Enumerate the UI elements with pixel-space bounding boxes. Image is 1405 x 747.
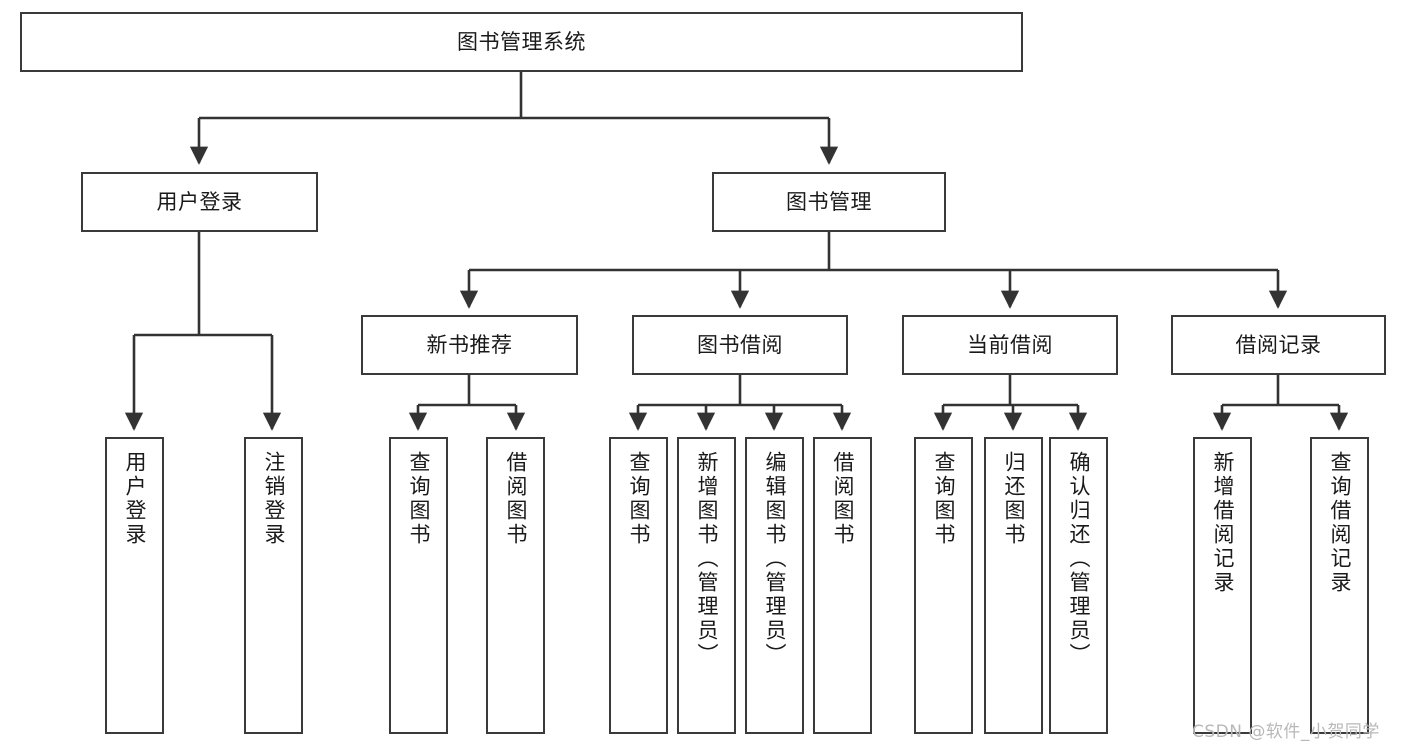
leaf-add-borrow-record[interactable]: 新增借阅记录 — [1193, 437, 1252, 734]
leaf-user-login-label: 用户登录 — [123, 451, 147, 547]
leaf-current-query-book[interactable]: 查询图书 — [914, 437, 973, 734]
leaf-return-book[interactable]: 归还图书 — [984, 437, 1043, 734]
node-borrow-records-label: 借阅记录 — [1235, 332, 1322, 357]
leaf-user-logout-label: 注销登录 — [262, 451, 286, 547]
node-book-borrow[interactable]: 图书借阅 — [632, 315, 848, 375]
leaf-current-query-book-label: 查询图书 — [932, 451, 956, 547]
node-borrow-records[interactable]: 借阅记录 — [1171, 315, 1386, 375]
node-new-book-recommend-label: 新书推荐 — [426, 332, 513, 357]
leaf-add-borrow-record-label: 新增借阅记录 — [1211, 451, 1235, 595]
node-new-book-recommend[interactable]: 新书推荐 — [361, 315, 578, 375]
node-book-borrow-label: 图书借阅 — [697, 332, 783, 357]
node-current-borrow-label: 当前借阅 — [967, 332, 1053, 357]
leaf-recommend-borrow-book-label: 借阅图书 — [504, 451, 528, 547]
leaf-return-book-label: 归还图书 — [1002, 451, 1026, 547]
leaf-recommend-query-book[interactable]: 查询图书 — [389, 437, 448, 734]
leaf-borrow-book-label: 借阅图书 — [831, 451, 855, 547]
leaf-confirm-return-admin[interactable]: 确认归还（管理员） — [1049, 437, 1108, 734]
node-book-management-label: 图书管理 — [786, 189, 872, 214]
leaf-recommend-borrow-book[interactable]: 借阅图书 — [486, 437, 545, 734]
leaf-add-book-admin[interactable]: 新增图书（管理员） — [677, 437, 736, 734]
node-root-label: 图书管理系统 — [457, 29, 586, 54]
leaf-edit-book-admin[interactable]: 编辑图书（管理员） — [745, 437, 804, 734]
leaf-recommend-query-book-label: 查询图书 — [407, 451, 431, 547]
node-root[interactable]: 图书管理系统 — [20, 12, 1023, 72]
leaf-borrow-book[interactable]: 借阅图书 — [813, 437, 872, 734]
leaf-query-borrow-record-label: 查询借阅记录 — [1328, 451, 1352, 595]
leaf-borrow-query-book-label: 查询图书 — [627, 451, 651, 547]
node-current-borrow[interactable]: 当前借阅 — [902, 315, 1118, 375]
leaf-borrow-query-book[interactable]: 查询图书 — [609, 437, 668, 734]
leaf-query-borrow-record[interactable]: 查询借阅记录 — [1310, 437, 1369, 734]
leaf-add-book-admin-label: 新增图书（管理员） — [695, 451, 719, 667]
leaf-edit-book-admin-label: 编辑图书（管理员） — [763, 451, 787, 667]
node-user-login[interactable]: 用户登录 — [81, 172, 318, 232]
node-book-management[interactable]: 图书管理 — [712, 172, 946, 232]
leaf-user-logout[interactable]: 注销登录 — [244, 437, 303, 734]
leaf-user-login[interactable]: 用户登录 — [105, 437, 164, 734]
leaf-confirm-return-admin-label: 确认归还（管理员） — [1067, 451, 1091, 667]
node-user-login-label: 用户登录 — [156, 189, 243, 214]
